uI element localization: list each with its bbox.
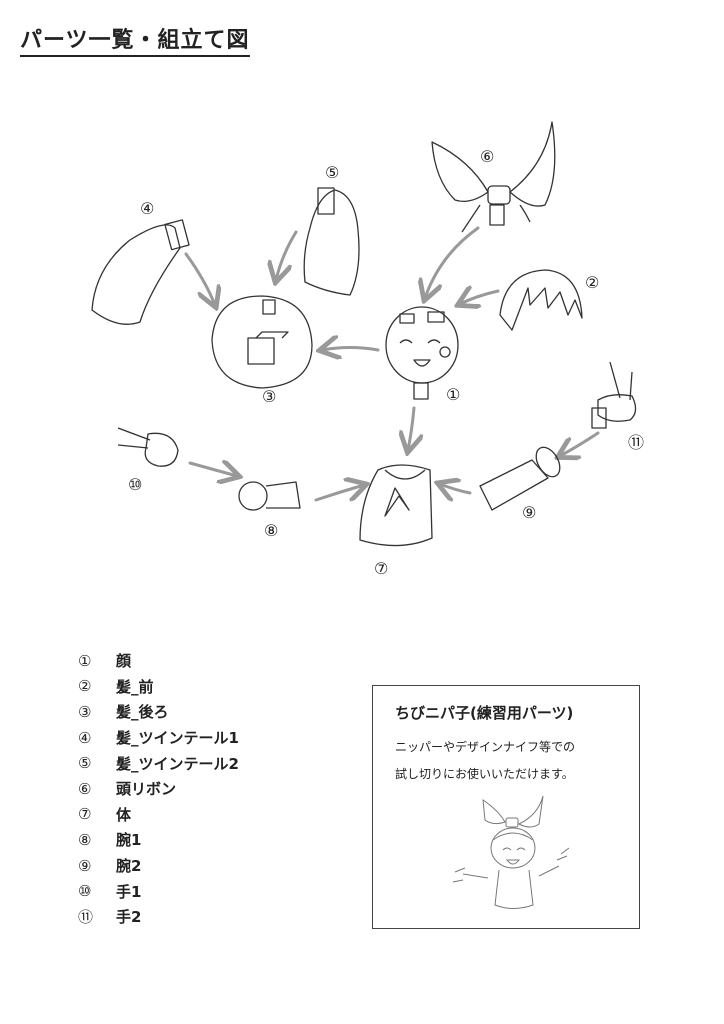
marker-3: ③: [262, 387, 276, 406]
part-number: ③: [78, 702, 92, 721]
hand2-part: [591, 361, 637, 429]
marker-11: ⑪: [628, 433, 644, 452]
arm1-part: [238, 481, 301, 511]
part-number: ⑨: [78, 856, 92, 875]
list-item: ④ 髪_ツインテール1: [78, 725, 239, 751]
arrow-twintail1-to-back-hair: [184, 252, 215, 305]
arrow-ribbon-to-face: [425, 226, 480, 298]
arm2-part: [479, 446, 561, 511]
part-name: 腕1: [116, 831, 142, 850]
part-name: 髪_ツインテール1: [116, 729, 239, 748]
arrow-hand2-to-arm2: [560, 431, 600, 456]
arrow-twintail2-to-back-hair: [276, 230, 298, 280]
list-item: ⑪ 手2: [78, 904, 239, 930]
part-name: 手1: [116, 882, 142, 901]
part-number: ⑥: [78, 779, 92, 798]
part-name: 髪_ツインテール2: [116, 754, 239, 773]
list-item: ⑨ 腕2: [78, 853, 239, 879]
part-number: ④: [78, 728, 92, 747]
part-number: ⑧: [78, 830, 92, 849]
part-number: ①: [78, 651, 92, 670]
ribbon-part: [431, 121, 556, 233]
back-hair-part: [211, 295, 313, 389]
list-item: ⑩ 手1: [78, 878, 239, 904]
marker-9: ⑨: [522, 503, 536, 522]
part-number: ②: [78, 677, 92, 696]
arrow-face-to-body: [408, 406, 414, 450]
marker-10: ⑩: [128, 475, 142, 494]
marker-5: ⑤: [325, 163, 339, 182]
arrow-arm2-to-body: [440, 484, 472, 493]
part-name: 腕2: [116, 857, 142, 876]
info-line-1: ニッパーやデザインナイフ等での: [395, 740, 576, 754]
list-item: ⑧ 腕1: [78, 827, 239, 853]
arrow-arm1-to-body: [314, 485, 364, 500]
info-box: ちびニパ子(練習用パーツ) ニッパーやデザインナイフ等での 試し切りにお使いいた…: [372, 685, 640, 929]
marker-4: ④: [140, 199, 154, 218]
list-item: ③ 髪_後ろ: [78, 699, 239, 725]
assembled-figure-illustration: [452, 795, 570, 909]
info-heading: ちびニパ子(練習用パーツ): [395, 704, 574, 722]
part-number: ⑤: [78, 754, 92, 773]
front-hair-part: [499, 269, 583, 331]
marker-8: ⑧: [264, 521, 278, 540]
assembly-diagram: ① ② ③ ④ ⑤ ⑥ ⑦ ⑧ ⑨ ⑩ ⑪: [91, 121, 644, 578]
marker-7: ⑦: [374, 559, 388, 578]
twintail1-part: [91, 219, 190, 325]
info-line-2: 試し切りにお使いいただけます。: [395, 767, 574, 781]
part-name: 髪_前: [116, 677, 154, 696]
page-title: パーツ一覧・組立て図: [20, 22, 250, 57]
part-name: 顔: [116, 652, 132, 671]
hand1-part: [117, 427, 179, 467]
body-part: [359, 464, 433, 547]
marker-6: ⑥: [480, 147, 494, 166]
twintail2-part: [303, 187, 360, 296]
part-name: 体: [116, 805, 132, 824]
part-number: ⑪: [78, 908, 94, 927]
face-part: [385, 306, 459, 400]
arrow-hand1-to-arm1: [188, 463, 237, 476]
arrow-face-to-back-hair: [322, 348, 380, 351]
part-name: 髪_後ろ: [116, 703, 169, 722]
marker-1: ①: [446, 385, 460, 404]
marker-2: ②: [585, 273, 599, 292]
list-item: ⑥ 頭リボン: [78, 776, 239, 802]
arrow-front-hair-to-face: [460, 291, 500, 304]
list-item: ⑤ 髪_ツインテール2: [78, 750, 239, 776]
part-name: 手2: [116, 908, 142, 927]
part-number: ⑦: [78, 805, 92, 824]
part-name: 頭リボン: [116, 780, 177, 799]
part-number: ⑩: [78, 882, 92, 901]
list-item: ② 髪_前: [78, 674, 239, 700]
